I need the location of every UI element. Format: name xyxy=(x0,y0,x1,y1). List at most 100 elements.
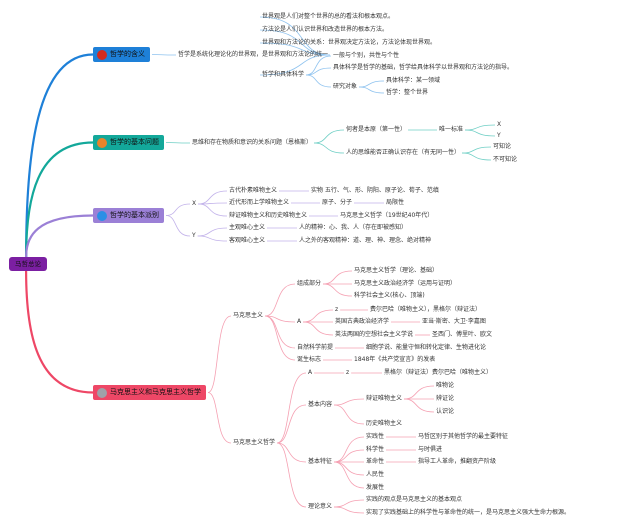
topic-node[interactable]: 历史唯物主义 xyxy=(366,420,403,427)
connector-line xyxy=(334,398,365,406)
topic-node[interactable]: 古代朴素唯物主义 xyxy=(229,187,278,194)
topic-node[interactable]: 革命性 xyxy=(366,458,385,465)
topic-node[interactable]: 原子、分子 xyxy=(322,199,353,206)
blue-circle-icon xyxy=(97,210,107,221)
topic-node[interactable]: 基本内容 xyxy=(308,401,333,408)
topic-node[interactable]: 马哲区别于其他哲学的最主要特征 xyxy=(418,433,509,440)
topic-node[interactable]: 费尔巴哈（唯物主义），黑格尔（辩证法） xyxy=(370,306,482,313)
connector-line xyxy=(333,436,365,463)
topic-node[interactable]: 可知论 xyxy=(493,143,512,150)
connector-line xyxy=(276,404,307,444)
branch-title: 哲学的基本问题 xyxy=(110,138,159,146)
topic-node[interactable]: z xyxy=(335,306,339,313)
definition-node[interactable]: 思维和存在物质和意识的关系问题（恩格斯） xyxy=(192,139,313,146)
topic-node[interactable]: A xyxy=(308,369,313,376)
topic-node[interactable]: 马克思主义哲学（理论、基础） xyxy=(354,267,439,274)
topic-node[interactable]: 哲学：整个世界 xyxy=(386,89,429,96)
topic-node[interactable]: 一般与个别，共性与个性 xyxy=(333,52,400,59)
topic-node[interactable]: 指导工人革命，推翻资产阶级 xyxy=(418,458,497,465)
topic-node[interactable]: 诞生标志 xyxy=(297,356,322,363)
branch-title: 哲学的基本派别 xyxy=(110,211,159,219)
topic-node[interactable]: 人民性 xyxy=(366,471,385,478)
topic-node[interactable]: 何者是本原（第一性） xyxy=(346,126,407,133)
topic-node[interactable]: 马克思主义 xyxy=(233,312,264,319)
topic-node[interactable]: 实物 五行、气、形、阴阳、原子论、荀子、范缜 xyxy=(311,187,439,194)
connector-line xyxy=(333,461,365,489)
topic-node[interactable]: 英国古典政治经济学 xyxy=(335,318,390,325)
topic-node[interactable]: 局限性 xyxy=(386,199,405,206)
topic-node[interactable]: 世界观是人们对整个世界的总的看法和根本观点。 xyxy=(262,13,395,20)
topic-node[interactable]: Y xyxy=(497,132,501,139)
topic-node[interactable]: 人的精神：心、我、人（存在即被感知） xyxy=(299,224,408,231)
topic-node[interactable]: 马克思主义哲学（19世纪40年代） xyxy=(340,212,434,219)
topic-node[interactable]: A xyxy=(297,318,302,325)
topic-node[interactable]: 亚当·斯密、大卫·李嘉图 xyxy=(422,318,486,325)
connector-line xyxy=(333,404,365,425)
topic-node[interactable]: 细胞学说、能量守恒和转化定律、生物进化论 xyxy=(366,344,487,351)
topic-node[interactable]: 辩证唯物主义和历史唯物主义 xyxy=(229,212,308,219)
connector-line xyxy=(334,499,365,508)
topic-node[interactable]: 人的思维能否正确认识存在（有无同一性） xyxy=(346,149,461,156)
topic-node[interactable]: 世界观和方法论的关系：世界观决定方法论，方法论体现世界观。 xyxy=(262,39,437,46)
topic-node[interactable]: 辨证论 xyxy=(436,395,455,402)
topic-node[interactable]: 黑格尔（辩证法）费尔巴哈（唯物主义） xyxy=(384,369,493,376)
topic-node[interactable]: 实践的观点是马克思主义的基本观点 xyxy=(366,496,463,503)
connector-line xyxy=(334,461,365,476)
topic-node[interactable]: X xyxy=(192,200,197,207)
topic-node[interactable]: 与时俱进 xyxy=(418,446,443,453)
branch-connector xyxy=(25,214,94,258)
branch-schools[interactable]: 哲学的基本派别 xyxy=(93,208,164,223)
connector-line xyxy=(198,202,228,205)
topic-node[interactable]: 组成部分 xyxy=(297,280,322,287)
topic-node[interactable]: Y xyxy=(192,232,196,239)
topic-node[interactable]: 客观唯心主义 xyxy=(229,237,266,244)
connector-line xyxy=(334,449,365,463)
connector-line xyxy=(151,54,177,56)
branch-basic-question[interactable]: 哲学的基本问题 xyxy=(93,135,164,150)
topic-node[interactable]: 马克思主义哲学 xyxy=(233,439,276,446)
topic-node[interactable]: 自然科学前提 xyxy=(297,344,334,351)
connector-line xyxy=(197,227,228,237)
topic-node[interactable]: 实现了实践基础上的科学性与革命性的统一，是马克思主义强大生命力根源。 xyxy=(366,509,571,516)
topic-node[interactable]: 圣西门、傅里叶、欧文 xyxy=(432,331,493,338)
topic-node[interactable]: 唯物论 xyxy=(436,382,455,389)
branch-marxism[interactable]: 马克思主义和马克思主义哲学 xyxy=(93,385,206,400)
connector-line xyxy=(334,506,365,514)
topic-node[interactable]: 主观唯心主义 xyxy=(229,224,266,231)
red-circle-icon xyxy=(97,49,107,60)
topic-node[interactable]: 英法两国的空想社会主义学说 xyxy=(335,331,414,338)
grey-circle-icon xyxy=(97,387,107,398)
topic-node[interactable]: 具体科学：某一领域 xyxy=(386,77,441,84)
connector-line xyxy=(306,67,332,76)
topic-node[interactable]: 近代形而上学唯物主义 xyxy=(229,199,290,206)
branch-philosophy-meaning[interactable]: 哲学的含义 xyxy=(93,47,150,62)
topic-node[interactable]: 不可知论 xyxy=(493,156,518,163)
topic-node[interactable]: 马克思主义政治经济学（运用与证明） xyxy=(354,280,457,287)
topic-node[interactable]: 基本特征 xyxy=(308,458,333,465)
connector-line xyxy=(264,315,296,349)
connector-line xyxy=(323,270,353,285)
topic-node[interactable]: 具体科学是哲学的基础，哲学给具体科学以世界观和方法论的指导。 xyxy=(333,64,514,71)
definition-node[interactable]: 哲学是系统化理论化的世界观，是世界观和方法论的统一 xyxy=(178,51,329,58)
topic-node[interactable]: 方法论是人们认识世界和改造世界的根本方法。 xyxy=(262,26,389,33)
topic-node[interactable]: 研究对象 xyxy=(333,83,358,90)
root-node[interactable]: 马哲总论 xyxy=(9,257,47,271)
branch-title: 哲学的含义 xyxy=(110,50,145,58)
connector-line xyxy=(306,74,332,88)
topic-node[interactable]: 理论意义 xyxy=(308,503,333,510)
connector-line xyxy=(276,372,307,444)
topic-node[interactable]: X xyxy=(497,121,502,128)
topic-node[interactable]: 唯一标准 xyxy=(439,126,464,133)
topic-node[interactable]: 哲学和具体科学 xyxy=(262,71,305,78)
topic-node[interactable]: 科学社会主义(核心、顶端) xyxy=(354,292,425,299)
topic-node[interactable]: z xyxy=(346,369,350,376)
topic-node[interactable]: 发展性 xyxy=(366,484,385,491)
topic-node[interactable]: 实践性 xyxy=(366,433,385,440)
topic-node[interactable]: 认识论 xyxy=(436,408,455,415)
topic-node[interactable]: 辩证唯物主义 xyxy=(366,395,403,402)
topic-node[interactable]: 人之外的客观精神：道、理、神、理念、绝对精神 xyxy=(299,237,432,244)
connector-line xyxy=(165,203,191,216)
topic-node[interactable]: 科学性 xyxy=(366,446,385,453)
topic-node[interactable]: 1848年《共产党宣言》的发表 xyxy=(354,356,436,363)
connector-line xyxy=(465,124,496,131)
